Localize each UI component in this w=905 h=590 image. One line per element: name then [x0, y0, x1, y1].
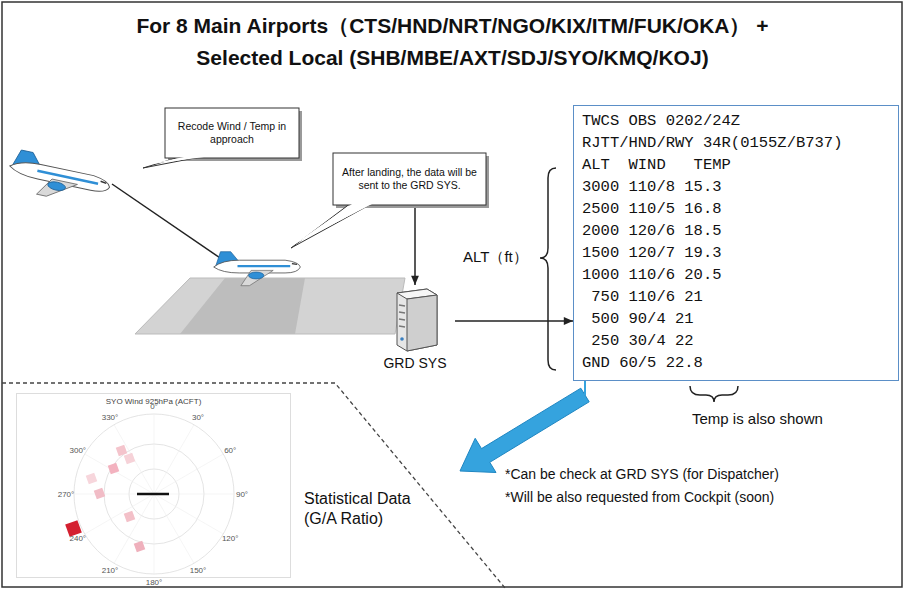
degree-label: 330°	[102, 413, 119, 422]
node-text: Statistical Data (G/A Ratio)	[304, 489, 444, 529]
polar-plot	[17, 394, 290, 577]
polar-spoke	[114, 425, 154, 494]
wind-mark	[94, 488, 106, 500]
server-slot	[399, 326, 405, 327]
connector	[455, 320, 573, 322]
temp-bracket	[690, 386, 738, 402]
server-slot	[399, 312, 405, 313]
data-line: 1500 120/7 19.3	[582, 242, 890, 264]
statistics-region: Statistical Data (G/A Ratio)SYO Wind 925…	[8, 383, 460, 583]
approach-path	[112, 184, 226, 262]
polar-spoke	[154, 425, 194, 494]
server-side	[407, 295, 437, 351]
server-body	[397, 289, 437, 351]
arrowhead	[564, 317, 573, 325]
axis-label: ALT（ft）	[463, 248, 528, 267]
polar-chart: SYO Wind 925hPa (ACFT)0°30°60°90°120°150…	[16, 393, 291, 578]
polar-spoke	[154, 454, 223, 494]
annotation: Temp is also shown	[692, 410, 823, 427]
polar-spoke	[154, 414, 155, 494]
note: *Can be check at GRD SYS (for Dispatcher…	[505, 466, 779, 482]
wind-mark	[86, 473, 98, 485]
wind-mark	[108, 463, 120, 475]
data-line: 2000 120/6 18.5	[582, 220, 890, 242]
title: For 8 Main Airports（CTS/HND/NRT/NGO/KIX/…	[130, 10, 775, 74]
polar-spoke	[114, 494, 154, 563]
degree-label: 240°	[70, 534, 87, 543]
polar-spoke	[85, 454, 154, 494]
callout-tail	[291, 203, 373, 248]
data-box: TWCS OBS 0202/24ZRJTT/HND/RWY 34R(0155Z/…	[573, 105, 899, 381]
data-line: GND 60/5 22.8	[582, 352, 890, 374]
callout-tail-join	[293, 204, 372, 245]
data-line: 500 90/4 21	[582, 308, 890, 330]
speech-callout: Recode Wind / Temp in approach	[165, 108, 299, 158]
node-text: GRD SYS	[375, 355, 455, 371]
node-text: After landing, the data will be sent to …	[339, 166, 480, 192]
server-slot	[399, 305, 405, 306]
data-line: TWCS OBS 0202/24Z	[582, 110, 890, 132]
server-led	[400, 337, 404, 341]
degree-label: 270°	[58, 490, 75, 499]
data-line: 250 30/4 22	[582, 330, 890, 352]
speech-callout: After landing, the data will be sent to …	[333, 153, 486, 205]
callout-body	[165, 108, 299, 158]
degree-label: 60°	[224, 446, 236, 455]
degree-label: 30°	[192, 413, 204, 422]
approach-plane	[5, 148, 113, 208]
degree-label: 210°	[102, 566, 119, 575]
degree-label: 0°	[150, 402, 158, 411]
data-line: 750 110/6 21	[582, 286, 890, 308]
polar-ring	[74, 414, 234, 574]
node-text: Recode Wind / Temp in approach	[171, 120, 293, 146]
runway	[135, 278, 405, 334]
alt-bracket	[540, 168, 556, 370]
wind-mark	[134, 541, 146, 553]
touchdown-zone	[180, 278, 305, 334]
wind-mark	[116, 445, 128, 457]
degree-label: 90°	[236, 490, 248, 499]
degree-label: 180°	[146, 578, 163, 587]
connector	[414, 205, 416, 285]
data-line: ALT WIND TEMP	[582, 154, 890, 176]
server-slot	[399, 319, 405, 320]
landed-plane	[214, 252, 301, 286]
data-line: 2500 110/5 16.8	[582, 198, 890, 220]
arrowhead	[411, 276, 419, 285]
data-line: 1000 110/6 20.5	[582, 264, 890, 286]
polar-spoke	[154, 494, 223, 534]
wind-mark	[124, 453, 136, 465]
note: *Will be also requested from Cockpit (so…	[505, 489, 774, 505]
degree-label: 120°	[222, 534, 239, 543]
polar-spoke	[154, 494, 155, 574]
center-bar	[137, 493, 169, 496]
callout-tail-join	[145, 157, 204, 165]
data-line: 3000 110/8 15.3	[582, 176, 890, 198]
flow-arrow	[460, 388, 589, 472]
callout-body	[333, 153, 486, 205]
server-node: GRD SYS	[375, 285, 455, 385]
degree-label: 150°	[190, 566, 207, 575]
data-line: RJTT/HND/RWY 34R(0155Z/B737)	[582, 132, 890, 154]
polar-spoke	[85, 494, 154, 534]
polar-spoke	[154, 494, 194, 563]
flow-arrow-stub	[584, 381, 586, 395]
degree-label: 300°	[70, 446, 87, 455]
wind-mark	[124, 511, 136, 523]
dashed-boundary	[2, 383, 505, 588]
